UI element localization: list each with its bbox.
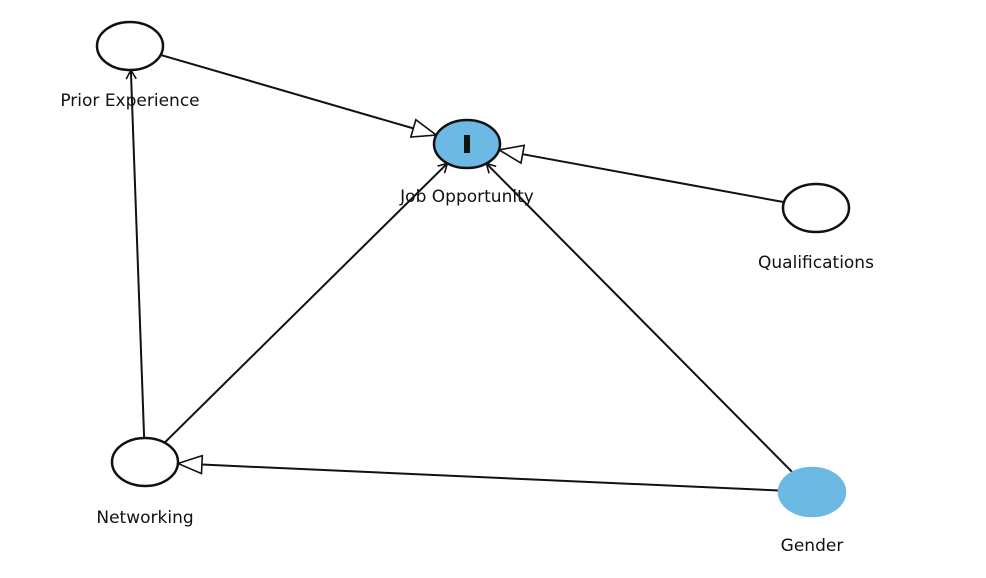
node-net[interactable]: Networking bbox=[96, 436, 194, 528]
arrowhead-triangle bbox=[175, 454, 204, 475]
node-gender[interactable]: Gender bbox=[777, 466, 847, 556]
node-qual[interactable]: Qualifications bbox=[758, 182, 874, 273]
arrowhead-triangle bbox=[409, 118, 439, 138]
node-mark-icon bbox=[464, 135, 470, 153]
node-prior[interactable]: Prior Experience bbox=[60, 20, 200, 111]
edge-qual-to-job bbox=[496, 144, 785, 204]
node-label: Networking bbox=[96, 508, 193, 528]
arrowhead-triangle bbox=[496, 144, 526, 165]
edge-gender-to-job bbox=[485, 162, 794, 474]
edge-line bbox=[163, 162, 449, 444]
edge-line bbox=[522, 153, 785, 204]
edge-net-to-prior bbox=[125, 68, 146, 439]
edge-prior-to-job bbox=[160, 53, 439, 138]
node-label: Prior Experience bbox=[60, 91, 199, 111]
node-label: Job Opportunity bbox=[399, 187, 534, 207]
edges-layer bbox=[125, 53, 794, 492]
node-ellipse[interactable] bbox=[95, 20, 165, 72]
edge-line bbox=[160, 53, 414, 130]
edge-gender-to-net bbox=[175, 454, 780, 492]
node-ellipse[interactable] bbox=[781, 182, 851, 234]
node-ellipse[interactable] bbox=[777, 466, 847, 518]
node-job[interactable]: Job Opportunity bbox=[399, 118, 534, 207]
node-label: Qualifications bbox=[758, 253, 874, 273]
edge-line bbox=[129, 69, 146, 439]
node-label: Gender bbox=[781, 536, 844, 556]
edge-line bbox=[485, 162, 794, 474]
edge-line bbox=[201, 463, 780, 492]
node-ellipse[interactable] bbox=[110, 436, 180, 488]
